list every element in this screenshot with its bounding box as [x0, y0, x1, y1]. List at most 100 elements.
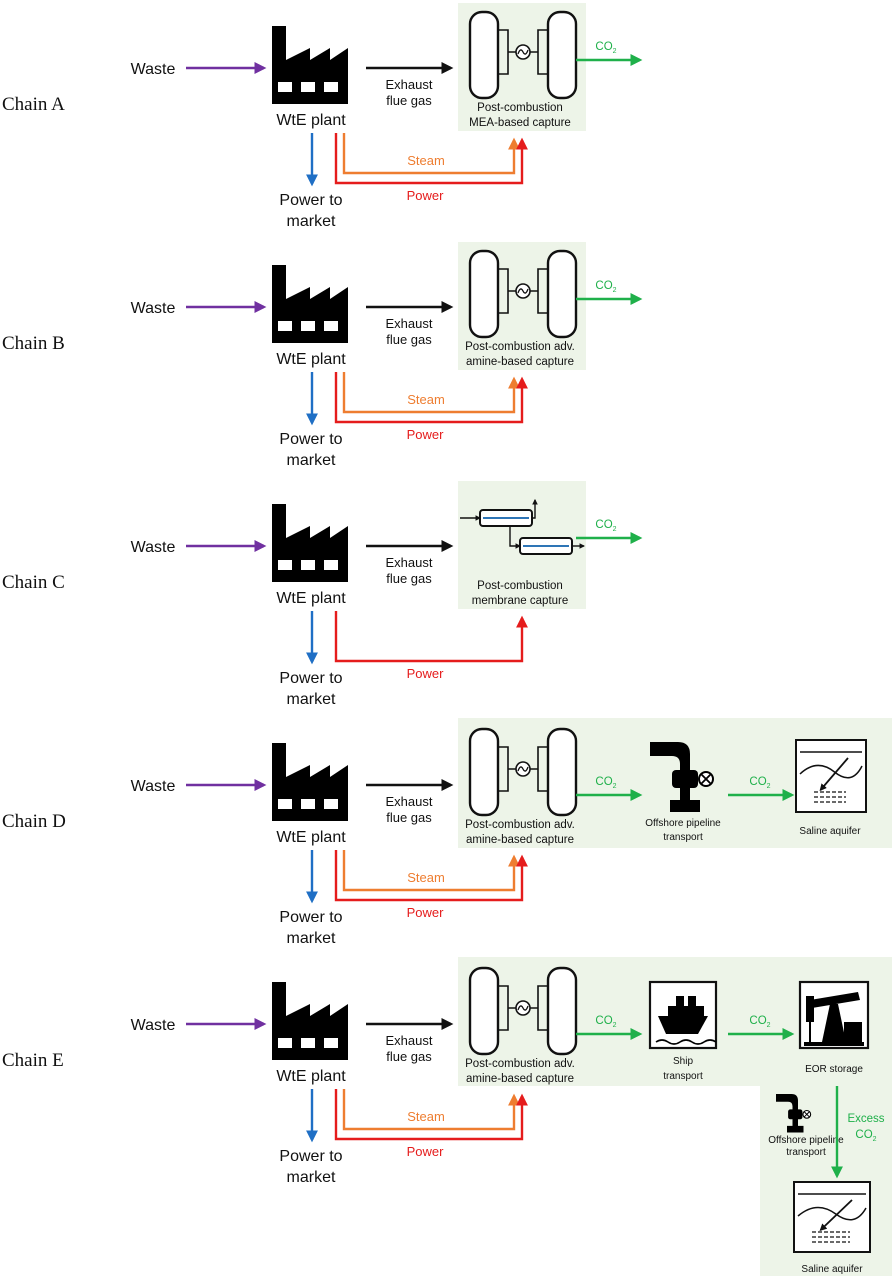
power-to-market-label: Power to	[279, 1148, 342, 1165]
power-to-market-label: market	[287, 213, 336, 230]
factory-window	[278, 321, 292, 331]
pipeline-flange	[788, 1109, 803, 1120]
co2-label: CO2	[749, 776, 770, 790]
power-arrow	[334, 1089, 528, 1141]
heat-exchanger-wave	[517, 766, 529, 772]
valve-cross	[700, 773, 712, 785]
excess-transport-label: Offshore pipeline	[768, 1135, 844, 1146]
column-vessel	[468, 249, 500, 339]
factory-window	[301, 321, 315, 331]
power-to-market-label: market	[287, 930, 336, 947]
co2-text: CO	[595, 41, 612, 53]
transport-label: transport	[663, 832, 703, 843]
power-label: Power	[407, 666, 445, 681]
heat-exchanger-wave	[517, 288, 529, 294]
waste-label: Waste	[131, 61, 176, 78]
factory-icon	[272, 504, 348, 582]
factory-window	[324, 799, 338, 809]
injection-well	[819, 757, 849, 792]
column-vessel	[546, 966, 578, 1056]
capture-label: Post-combustion	[477, 102, 563, 114]
membrane-permeate	[532, 498, 538, 519]
rock-layer	[797, 1206, 867, 1221]
power-label: Power	[407, 1144, 445, 1159]
pumpjack-frame	[822, 1004, 846, 1042]
factory-window	[301, 1038, 315, 1048]
power-to-market-label: market	[287, 691, 336, 708]
pipeline-flange	[672, 770, 698, 788]
column-vessel	[468, 966, 500, 1056]
pumpjack-head	[806, 996, 814, 1022]
exhaust-label: flue gas	[386, 93, 432, 108]
heat-exchanger-wave	[517, 49, 529, 55]
heat-exchanger-wave	[517, 1005, 529, 1011]
waste-label: Waste	[131, 300, 176, 317]
factory-window	[324, 560, 338, 570]
co2-subscript: 2	[613, 48, 617, 55]
rock-layer	[799, 764, 863, 779]
capture-label: Post-combustion adv.	[465, 819, 575, 831]
capture-label: amine-based capture	[466, 356, 574, 368]
co2-subscript: 2	[613, 783, 617, 790]
co2-subscript: 2	[873, 1136, 877, 1143]
factory-icon	[272, 265, 348, 343]
co2-subscript: 2	[613, 287, 617, 294]
exhaust-label: flue gas	[386, 810, 432, 825]
power-to-market-label: market	[287, 452, 336, 469]
power-arrow	[334, 850, 528, 902]
ship-wave	[655, 1039, 717, 1045]
capture-label: amine-based capture	[466, 834, 574, 846]
exhaust-label: Exhaust	[386, 1033, 433, 1048]
steam-arrow	[342, 133, 520, 175]
co2-label: CO2	[595, 519, 616, 533]
co2-text: CO	[855, 1129, 872, 1141]
co2-text: CO	[749, 776, 766, 788]
steam-label: Steam	[407, 153, 445, 168]
factory-window	[324, 1038, 338, 1048]
exhaust-label: flue gas	[386, 332, 432, 347]
aquifer-frame	[795, 739, 867, 813]
co2-text: CO	[749, 1015, 766, 1027]
plant-label: WtE plant	[276, 829, 346, 846]
excess-co2-label: CO2	[855, 1129, 876, 1143]
exhaust-label: Exhaust	[386, 77, 433, 92]
power-to-market-label: market	[287, 1169, 336, 1186]
plant-label: WtE plant	[276, 351, 346, 368]
factory-icon	[272, 743, 348, 821]
chain-label: Chain B	[2, 333, 65, 354]
co2-subscript: 2	[767, 1022, 771, 1029]
steam-label: Steam	[407, 870, 445, 885]
co2-subscript: 2	[767, 783, 771, 790]
ship-funnel	[676, 996, 684, 1006]
column-vessel	[468, 10, 500, 100]
waste-label: Waste	[131, 539, 176, 556]
chain-label: Chain D	[2, 811, 66, 832]
power-label: Power	[407, 427, 445, 442]
ship-deck	[668, 1006, 704, 1016]
power-label: Power	[407, 905, 445, 920]
valve-cross	[803, 1111, 810, 1118]
power-to-market-label: Power to	[279, 192, 342, 209]
capture-label: Post-combustion adv.	[465, 341, 575, 353]
storage-label: EOR storage	[805, 1064, 863, 1075]
chain-label: Chain C	[2, 572, 65, 593]
power-to-market-label: Power to	[279, 670, 342, 687]
capture-label: membrane capture	[472, 595, 569, 607]
power-arrow	[334, 133, 528, 185]
capture-label: amine-based capture	[466, 1073, 574, 1085]
steam-label: Steam	[407, 392, 445, 407]
co2-text: CO	[595, 280, 612, 292]
column-vessel	[468, 727, 500, 817]
power-label: Power	[407, 188, 445, 203]
plant-label: WtE plant	[276, 1068, 346, 1085]
final-storage-label: Saline aquifer	[801, 1264, 863, 1275]
chain-label: Chain A	[2, 94, 65, 115]
capture-label: MEA-based capture	[469, 117, 571, 129]
exhaust-label: flue gas	[386, 571, 432, 586]
ship-hull	[658, 1016, 708, 1034]
